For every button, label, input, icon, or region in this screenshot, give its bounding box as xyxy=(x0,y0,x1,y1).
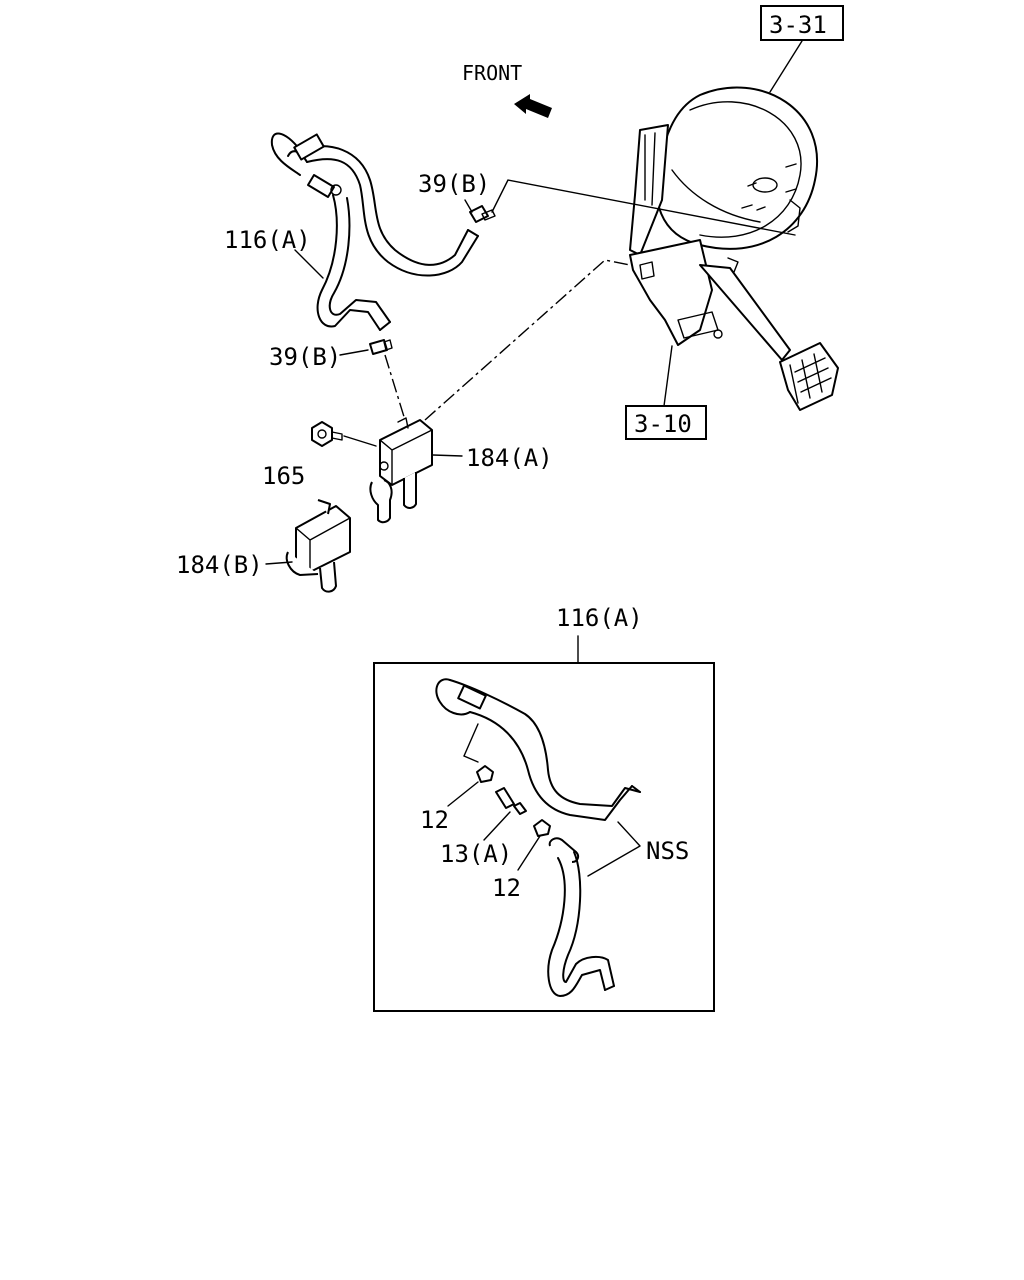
ref-box-3-10[interactable]: 3-10 xyxy=(625,405,707,440)
valve-184b[interactable] xyxy=(285,499,351,593)
inset-hose-lower[interactable] xyxy=(547,837,615,997)
clip-12-upper[interactable] xyxy=(476,765,494,783)
fitting-39b-middle[interactable] xyxy=(369,339,393,355)
label-nss: NSS xyxy=(646,837,689,865)
brake-booster xyxy=(629,86,839,411)
valve-184a[interactable] xyxy=(369,417,433,524)
label-13a: 13(A) xyxy=(440,840,512,868)
inset-hose-upper[interactable] xyxy=(435,678,641,821)
ref-label-3-31: 3-31 xyxy=(769,11,827,39)
inset-frame xyxy=(373,662,715,1012)
label-39b-upper: 39(B) xyxy=(418,170,490,198)
label-116a-inset: 116(A) xyxy=(556,604,643,632)
connector-13a[interactable] xyxy=(495,787,527,815)
label-165: 165 xyxy=(262,462,305,490)
leader-valve-bracket xyxy=(424,259,631,421)
label-116a-upper: 116(A) xyxy=(224,226,311,254)
label-39b-middle: 39(B) xyxy=(269,343,341,371)
label-184a: 184(A) xyxy=(466,444,553,472)
ref-box-3-31[interactable]: 3-31 xyxy=(760,5,844,41)
label-12-lower: 12 xyxy=(492,874,521,902)
bolt-165[interactable] xyxy=(311,421,343,447)
label-12-upper: 12 xyxy=(420,806,449,834)
label-184b: 184(B) xyxy=(176,551,263,579)
fitting-39b-upper[interactable] xyxy=(469,205,496,223)
leader-39b-booster xyxy=(491,179,796,236)
hose-116a[interactable] xyxy=(270,132,479,331)
front-arrow-icon xyxy=(514,94,552,118)
leader-3-10 xyxy=(663,345,673,407)
front-label: FRONT xyxy=(462,61,522,85)
clip-12-lower[interactable] xyxy=(533,819,551,837)
leader-3-31 xyxy=(769,40,803,93)
ref-label-3-10: 3-10 xyxy=(634,410,692,438)
leader-nss xyxy=(587,821,641,877)
